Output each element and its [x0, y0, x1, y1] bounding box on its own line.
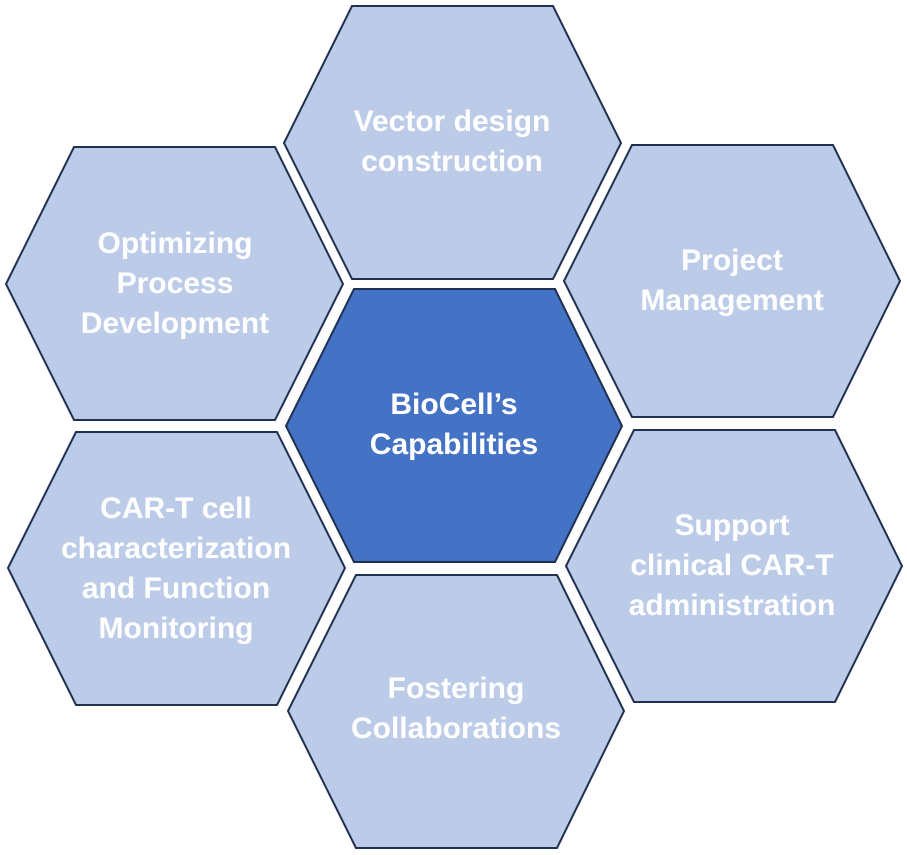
capability-label-optimizing-process: Optimizing Process Development [80, 227, 270, 340]
hexagon-fostering-collaborations [286, 574, 626, 849]
capability-label-support-clinical: Support clinical CAR-T administration [628, 509, 836, 622]
capability-label-cart-characterization: CAR-T cell characterization and Function… [60, 492, 292, 645]
hexagon-optimizing-process [4, 146, 345, 421]
hexagon-vector-design [282, 5, 623, 280]
hexagon-cart-characterization [6, 431, 347, 706]
capability-label-fostering-collaborations: Fostering Collaborations [350, 672, 561, 745]
capability-label-project-management: Project Management [640, 244, 824, 317]
hexagon-center [284, 288, 624, 563]
hexagon-project-management [562, 144, 902, 418]
capability-label-vector-design: Vector design construction [353, 105, 551, 178]
center-label: BioCell’s Capabilities [369, 388, 539, 461]
hexagon-support-clinical [564, 429, 904, 703]
